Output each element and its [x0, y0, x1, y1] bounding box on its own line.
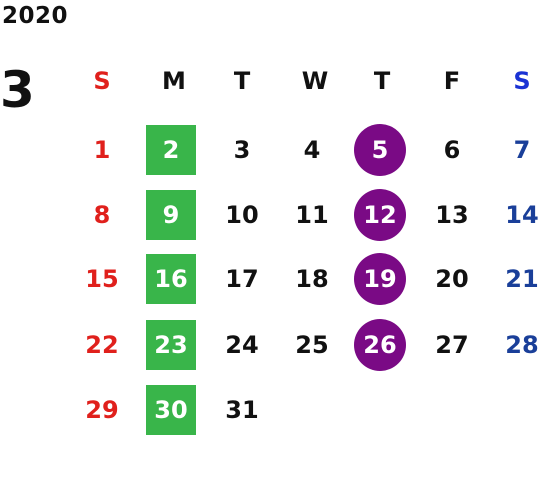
- day-cell[interactable]: 27: [435, 331, 469, 359]
- day-cell-highlighted-monday[interactable]: 30: [146, 385, 196, 435]
- day-cell[interactable]: 8: [93, 201, 111, 229]
- day-cell[interactable]: 11: [295, 201, 329, 229]
- day-cell[interactable]: 21: [505, 265, 539, 293]
- day-cell-highlighted-thursday[interactable]: 26: [354, 319, 406, 371]
- weekday-header-tuesday: T: [233, 67, 251, 95]
- day-cell[interactable]: 17: [225, 265, 259, 293]
- day-cell-highlighted-monday[interactable]: 9: [146, 190, 196, 240]
- day-cell[interactable]: 4: [303, 136, 321, 164]
- day-cell[interactable]: 24: [225, 331, 259, 359]
- day-cell[interactable]: 14: [505, 201, 539, 229]
- weekday-header-monday: M: [162, 67, 186, 95]
- day-cell-highlighted-monday[interactable]: 23: [146, 320, 196, 370]
- year-label: 2020: [2, 3, 69, 29]
- day-cell[interactable]: 1: [93, 136, 111, 164]
- day-cell[interactable]: 18: [295, 265, 329, 293]
- week-row: 29 30 31: [67, 385, 548, 437]
- day-cell[interactable]: 28: [505, 331, 539, 359]
- week-row: 1 2 3 4 5 6 7: [67, 124, 548, 177]
- day-cell[interactable]: 13: [435, 201, 469, 229]
- day-cell[interactable]: 20: [435, 265, 469, 293]
- week-row: 8 9 10 11 12 13 14: [67, 189, 548, 242]
- day-cell[interactable]: 3: [233, 136, 251, 164]
- weekday-header-thursday: T: [373, 67, 391, 95]
- day-cell-highlighted-monday[interactable]: 16: [146, 254, 196, 304]
- day-cell-highlighted-thursday[interactable]: 12: [354, 189, 406, 241]
- day-cell-highlighted-monday[interactable]: 2: [146, 125, 196, 175]
- weekday-header-sunday: S: [93, 67, 111, 95]
- day-cell[interactable]: 31: [225, 396, 259, 424]
- day-cell[interactable]: 25: [295, 331, 329, 359]
- weekday-header-friday: F: [443, 67, 461, 95]
- day-cell[interactable]: 29: [85, 396, 119, 424]
- week-row: 15 16 17 18 19 20 21: [67, 253, 548, 306]
- day-cell[interactable]: 10: [225, 201, 259, 229]
- week-row: 22 23 24 25 26 27 28: [67, 319, 548, 372]
- day-cell-highlighted-thursday[interactable]: 5: [354, 124, 406, 176]
- day-cell[interactable]: 15: [85, 265, 119, 293]
- day-cell[interactable]: 7: [513, 136, 531, 164]
- weekday-header-saturday: S: [513, 67, 531, 95]
- day-cell[interactable]: 6: [443, 136, 461, 164]
- day-cell-highlighted-thursday[interactable]: 19: [354, 253, 406, 305]
- month-number: 3: [0, 61, 35, 119]
- weekday-header-row: S M T W T F S: [67, 56, 548, 108]
- weekday-header-wednesday: W: [301, 67, 329, 95]
- day-cell[interactable]: 22: [85, 331, 119, 359]
